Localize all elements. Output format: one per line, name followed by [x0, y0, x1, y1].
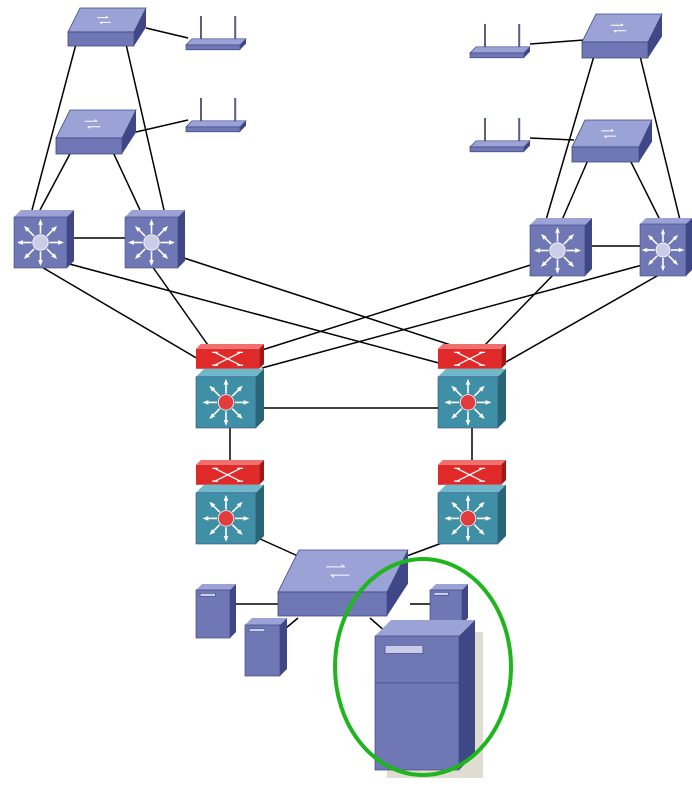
link-switch-top-left-to-l3-left-2 — [125, 43, 165, 211]
link-switch-mid-right-to-ap-top-right-2 — [529, 137, 575, 141]
layer3-switch-icon — [639, 218, 692, 277]
link-switch-mid-left-to-l3-left-2 — [111, 149, 141, 211]
nodes-layer — [13, 7, 692, 778]
link-switch-top-right-to-l3-right-1 — [545, 55, 595, 221]
wireless-ap-icon — [469, 118, 531, 153]
link-server-switch-to-server-2 — [285, 617, 299, 629]
multilayer-router-icon — [195, 344, 264, 429]
link-switch-mid-left-to-l3-left-1 — [39, 149, 73, 211]
workgroup-switch-icon — [581, 13, 663, 59]
workgroup-switch-icon — [55, 109, 137, 155]
highlight-ring — [333, 557, 513, 777]
link-l3-left-1-to-core-left — [39, 265, 211, 367]
server-tower-icon — [374, 620, 483, 778]
link-switch-mid-right-to-l3-right-2 — [629, 159, 661, 221]
link-switch-mid-left-to-ap-top-left-2 — [135, 119, 189, 133]
workgroup-switch-icon — [277, 549, 409, 617]
link-switch-top-left-to-l3-left-1 — [31, 43, 77, 211]
overlay-layer — [333, 557, 513, 777]
wireless-ap-icon — [185, 98, 247, 133]
link-switch-mid-right-to-l3-right-1 — [561, 159, 589, 221]
workgroup-switch-icon — [571, 119, 653, 163]
link-l3-left-1-to-core-right — [61, 261, 451, 367]
link-l3-right-1-to-core-left — [261, 261, 541, 351]
links-layer — [31, 27, 681, 633]
link-switch-top-right-to-l3-right-2 — [639, 55, 681, 221]
multilayer-router-icon — [437, 460, 506, 545]
link-l3-right-1-to-core-right — [481, 271, 557, 349]
multilayer-router-icon — [195, 460, 264, 545]
link-switch-top-left-to-ap-top-left-1 — [145, 27, 189, 39]
link-switch-top-right-to-ap-top-right-1 — [529, 39, 585, 45]
link-l3-left-2-to-core-left — [151, 265, 211, 349]
wireless-ap-icon — [185, 16, 247, 51]
link-l3-right-2-to-core-right — [505, 271, 665, 363]
workgroup-switch-icon — [67, 7, 147, 47]
server-tower-icon — [429, 584, 468, 625]
layer3-switch-icon — [13, 210, 74, 269]
layer3-switch-icon — [124, 210, 185, 269]
wireless-ap-icon — [469, 24, 531, 59]
multilayer-router-icon — [437, 344, 506, 429]
link-l3-right-2-to-core-left — [261, 263, 647, 369]
server-tower-icon — [244, 618, 287, 677]
server-tower-icon — [195, 584, 236, 639]
link-l3-left-2-to-core-right — [183, 257, 461, 349]
layer3-switch-icon — [529, 218, 592, 277]
